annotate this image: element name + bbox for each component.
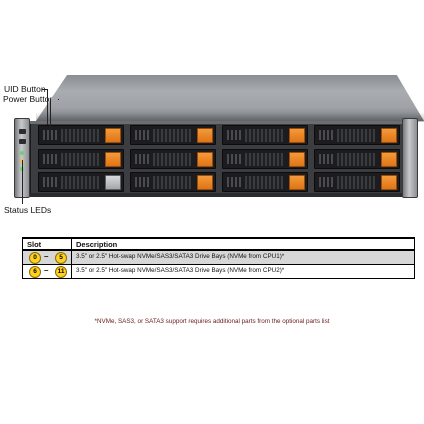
slot-from-badge: 6 [29,266,41,278]
drive-bay[interactable]: 11 [314,125,400,145]
drive-latch-icon[interactable] [197,128,213,143]
slot-to-badge: 5 [55,252,67,264]
uid-button-label: UID Button [4,84,46,94]
column-header-description: Description [76,240,118,249]
table-row: 0 – 5 3.5" or 2.5" Hot-swap NVMe/SAS3/SA… [22,251,415,265]
slot-range-dash: – [44,252,49,261]
drive-latch-icon[interactable] [105,175,121,190]
drive-latch-icon[interactable] [381,128,397,143]
drive-bay[interactable]: 10 [314,149,400,169]
drive-latch-icon[interactable] [289,152,305,167]
drive-slot-badge: 1 [79,153,92,166]
status-leds-label: Status LEDs [4,205,52,215]
right-rack-ear [402,118,418,198]
drive-latch-icon[interactable] [289,128,305,143]
drive-bay[interactable]: 8 [222,125,308,145]
table-header-row: Slot Description [22,237,415,251]
drive-bay[interactable]: 4 [130,149,216,169]
drive-slot-badge: 10 [355,153,368,166]
drive-slot-badge: 3 [171,176,184,189]
drive-slot-badge: 6 [263,176,276,189]
drive-bay[interactable]: 7 [222,149,308,169]
drive-bay[interactable]: 3 [130,172,216,192]
table-row: 6 – 11 3.5" or 2.5" Hot-swap NVMe/SAS3/S… [22,265,415,279]
drive-bay[interactable]: 5 [130,125,216,145]
slot-to-badge: 11 [55,266,67,278]
drive-latch-icon[interactable] [197,175,213,190]
slot-range-dash: – [44,266,49,275]
power-button[interactable] [19,139,26,144]
drive-bay[interactable]: 1 [38,149,124,169]
slot-from-badge: 0 [29,252,41,264]
drive-slot-badge: 2 [79,129,92,142]
status-led-icon [20,151,24,155]
drive-bay[interactable]: 0 [38,172,124,192]
slot-description: 3.5" or 2.5" Hot-swap NVMe/SAS3/SATA3 Dr… [76,253,285,260]
footnote: *NVMe, SAS3, or SATA3 support requires a… [94,318,330,325]
drive-latch-icon[interactable] [381,175,397,190]
drive-latch-icon[interactable] [105,128,121,143]
slot-table: Slot Description 0 – 5 3.5" or 2.5" Hot-… [22,237,415,279]
slot-description: 3.5" or 2.5" Hot-swap NVMe/SAS3/SATA3 Dr… [76,267,285,274]
top-cover [36,75,424,121]
drive-slot-badge: 7 [263,153,276,166]
drive-latch-icon[interactable] [381,152,397,167]
drive-slot-badge: 11 [355,129,368,142]
drive-bay[interactable]: 6 [222,172,308,192]
power-button-label: Power Button [3,94,55,104]
drive-slot-badge: 9 [355,176,368,189]
drive-latch-icon[interactable] [197,152,213,167]
drive-slot-badge: 5 [171,129,184,142]
drive-slot-badge: 4 [171,153,184,166]
column-header-slot: Slot [27,240,42,249]
drive-slot-badge: 8 [263,129,276,142]
uid-button[interactable] [19,129,26,134]
drive-slot-badge: 0 [79,176,92,189]
drive-latch-icon[interactable] [289,175,305,190]
drive-latch-icon[interactable] [105,152,121,167]
drive-bay[interactable]: 9 [314,172,400,192]
